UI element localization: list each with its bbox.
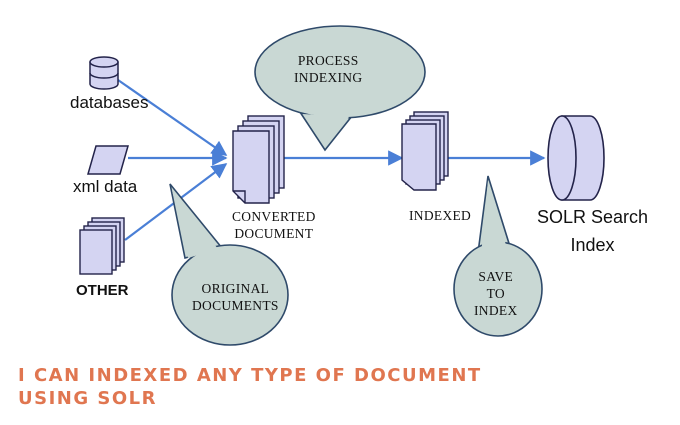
save-to-index-label: SAVE TO INDEX [474,269,518,318]
other-label: OTHER [76,282,129,299]
xml-data-label: xml data [73,177,138,196]
solr-index-icon [547,115,605,201]
original-documents-label: ORIGINAL DOCUMENTS [192,281,279,313]
xml-file-icon [87,145,129,175]
indexed-label: INDEXED [409,208,472,223]
databases-label: databases [70,93,149,112]
converted-document-icon [232,115,285,204]
process-indexing-label: PROCESS INDEXING [294,53,363,85]
original-documents-bubble [169,183,289,346]
converted-document-label: CONVERTED DOCUMENT [232,209,316,241]
caption: I can indexed any type of document using… [18,364,482,410]
caption-line-2: using Solr [18,388,157,409]
process-indexing-bubble [254,25,426,152]
solr-search-index-label: SOLR Search Index [537,207,649,255]
save-to-index-bubble [453,175,543,337]
arrow-databases-to-converted [117,79,228,156]
other-documents-icon [79,217,125,275]
caption-line-1: I can indexed any type of document [18,365,482,386]
indexed-document-icon [401,111,449,191]
database-icon [89,56,119,90]
